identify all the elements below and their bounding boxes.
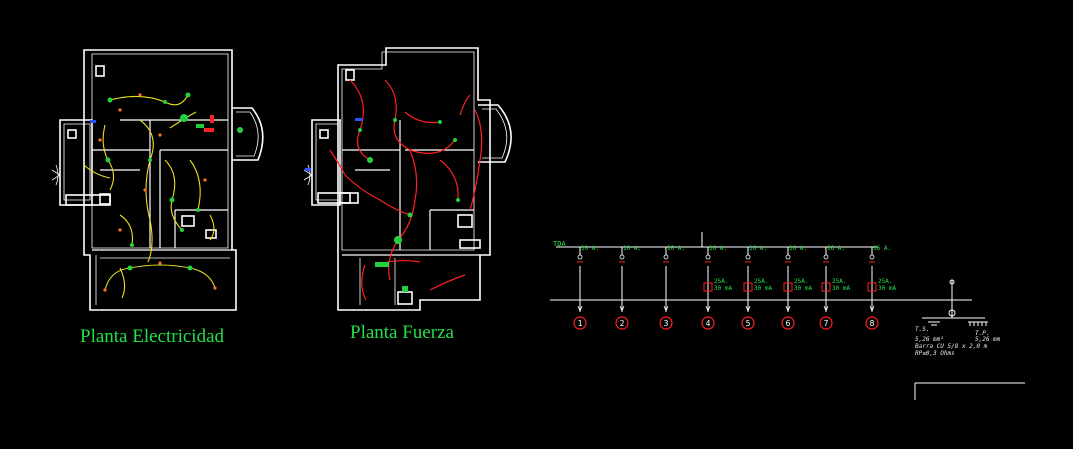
branch-circuit-3: 3 — [659, 247, 673, 330]
circuit-number: 1 — [578, 319, 583, 328]
circuit-marker-circle — [573, 316, 587, 330]
rcd-sensitivity: 30 mA — [714, 285, 733, 292]
breaker-rating: 10 A. — [667, 245, 686, 252]
rcd-box — [703, 282, 713, 292]
circuits-power — [329, 79, 483, 301]
panel-feed-label: TDA — [553, 240, 566, 248]
branch-circuit-2: 2 — [615, 247, 629, 330]
branch-circuit-8: 8 — [865, 247, 879, 330]
rcd-box — [867, 282, 877, 292]
circuit-number: 4 — [706, 319, 711, 328]
rcd-sensitivity: 30 mA — [878, 285, 897, 292]
ground-note-right-val: 5,26 mm — [975, 336, 1001, 343]
circuit-marker-circle — [615, 316, 629, 330]
rcd-sensitivity: 30 mA — [794, 285, 813, 292]
title-planta-fuerza: Planta Fuerza — [350, 322, 454, 343]
plan-electricidad — [51, 49, 264, 311]
rcd-box — [743, 282, 753, 292]
ground-note-left-val: 5,26 mm² — [915, 336, 944, 343]
panel-branches: 1 2 3 4 5 6 7 8 — [573, 247, 879, 330]
rcd-rating: 25A. — [832, 278, 847, 285]
branch-circuit-1: 1 — [573, 247, 587, 330]
circuit-marker-circle — [741, 316, 755, 330]
rcd-sensitivity: 30 mA — [832, 285, 851, 292]
breaker-rating: 16 A. — [789, 245, 808, 252]
ground-note-line3: Barra CU 5/8 x 2,0 m — [915, 343, 988, 350]
rcd-rating: 25A. — [878, 278, 893, 285]
ground-note-left-head: T.S. — [915, 326, 930, 333]
ground-note-right-head: T.P. — [975, 330, 990, 337]
breaker-rating: 16 A. — [873, 245, 892, 252]
branch-circuit-5: 5 — [741, 247, 755, 330]
panel-single-line — [550, 232, 1025, 400]
plan-fuerza — [303, 47, 512, 311]
title-planta-electricidad: Planta Electricidad — [80, 326, 225, 347]
markers-orange — [98, 93, 217, 292]
circuit-marker-circle — [865, 316, 879, 330]
breaker-rating: 16 A. — [827, 245, 846, 252]
rcd-rating: 25A. — [794, 278, 809, 285]
markers-blue — [90, 118, 363, 171]
breaker-rating: 10 A. — [581, 245, 600, 252]
breaker-rating: 16 A. — [709, 245, 728, 252]
markers-red-left — [204, 115, 214, 132]
circuit-number: 6 — [786, 319, 791, 328]
circuit-number: 3 — [664, 319, 669, 328]
circuit-marker-circle — [701, 316, 715, 330]
rcd-rating: 25A. — [714, 278, 729, 285]
fixtures-green-middle — [358, 118, 460, 292]
rcd-sensitivity: 30 mA — [754, 285, 773, 292]
branch-circuit-6: 6 — [781, 247, 795, 330]
breaker-rating: 10 A. — [623, 245, 642, 252]
branch-circuit-4: 4 — [701, 247, 715, 330]
rcd-box — [783, 282, 793, 292]
circuit-marker-circle — [781, 316, 795, 330]
fixtures-green — [105, 92, 243, 271]
branch-circuit-7: 7 — [819, 247, 833, 330]
circuit-marker-circle — [819, 316, 833, 330]
rcd-rating: 25A. — [754, 278, 769, 285]
circuit-number: 8 — [870, 319, 875, 328]
circuit-number: 7 — [824, 319, 829, 328]
rcd-box — [821, 282, 831, 292]
circuit-number: 2 — [620, 319, 625, 328]
circuit-number: 5 — [746, 319, 751, 328]
breaker-rating: 16 A. — [749, 245, 768, 252]
ground-note-line4: RP≤0,3 Ohms — [915, 350, 955, 357]
circuit-marker-circle — [659, 316, 673, 330]
